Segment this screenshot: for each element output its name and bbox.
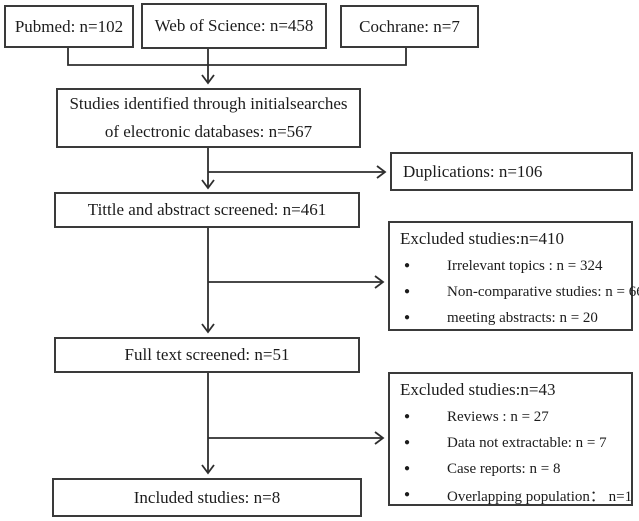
bullet-icon: ● <box>404 286 411 297</box>
excluded-item: ● Reviews : n = 27 <box>390 404 631 430</box>
bullet-icon: ● <box>404 463 411 474</box>
bullet-icon: ● <box>404 411 411 422</box>
excluded-item: ● meeting abstracts: n = 20 <box>390 305 631 331</box>
full-text-screened-label: Full text screened: n=51 <box>124 345 290 364</box>
identified-box: Studies identified through initialsearch… <box>56 88 361 148</box>
source-box-cochrane-label: Cochrane: n=7 <box>359 16 460 36</box>
excluded-item-label: meeting abstracts: n = 20 <box>447 309 598 326</box>
full-text-screened-box: Full text screened: n=51 <box>54 337 360 373</box>
excluded-item: ● Non-comparative studies: n = 66 <box>390 279 639 305</box>
duplications-label: Duplications: n=106 <box>403 161 543 181</box>
excluded-title-abstract-box: Excluded studies:n=410 ● Irrelevant topi… <box>388 221 639 331</box>
title-abstract-screened-label: Tittle and abstract screened: n=461 <box>87 200 327 219</box>
source-box-pubmed-label: Pubmed: n=102 <box>14 16 124 36</box>
bullet-icon: ● <box>404 312 411 323</box>
included-studies-label: Included studies: n=8 <box>133 487 281 507</box>
source-box-pubmed: Pubmed: n=102 <box>4 5 134 48</box>
excluded-full-text-box: Excluded studies:n=43 ● Reviews : n = 27… <box>388 372 633 506</box>
excluded-title-abstract-title: Excluded studies:n=410 <box>400 229 564 248</box>
excluded-item-label: Irrelevant topics : n = 324 <box>447 257 603 274</box>
included-studies-box: Included studies: n=8 <box>52 478 362 517</box>
excluded-item-label: Data not extractable: n = 7 <box>447 434 607 451</box>
excluded-item-label: Overlapping population： n=1 <box>447 488 633 505</box>
excluded-item: ● Data not extractable: n = 7 <box>390 430 631 456</box>
identified-line2: of electronic databases: n=567 <box>104 122 313 141</box>
bullet-icon: ● <box>404 437 411 448</box>
excluded-item-label: Non-comparative studies: n = 66 <box>447 283 639 300</box>
source-box-cochrane: Cochrane: n=7 <box>340 5 479 48</box>
connector-sources-bracket <box>67 48 407 66</box>
excluded-item-label: Reviews : n = 27 <box>447 408 549 425</box>
title-abstract-screened-box: Tittle and abstract screened: n=461 <box>54 192 360 228</box>
source-box-web-of-science-label: Web of Science: n=458 <box>154 16 314 35</box>
excluded-full-text-title: Excluded studies:n=43 <box>400 380 556 399</box>
duplications-box: Duplications: n=106 <box>390 152 633 191</box>
identified-line1: Studies identified through initialsearch… <box>69 94 348 113</box>
bullet-icon: ● <box>404 489 411 500</box>
excluded-item: ● Case reports: n = 8 <box>390 456 631 482</box>
bullet-icon: ● <box>404 260 411 271</box>
excluded-item-label: Case reports: n = 8 <box>447 460 561 477</box>
excluded-item: ● Overlapping population： n=1 <box>390 482 633 508</box>
source-box-web-of-science: Web of Science: n=458 <box>141 3 327 49</box>
excluded-item: ● Irrelevant topics : n = 324 <box>390 253 631 279</box>
